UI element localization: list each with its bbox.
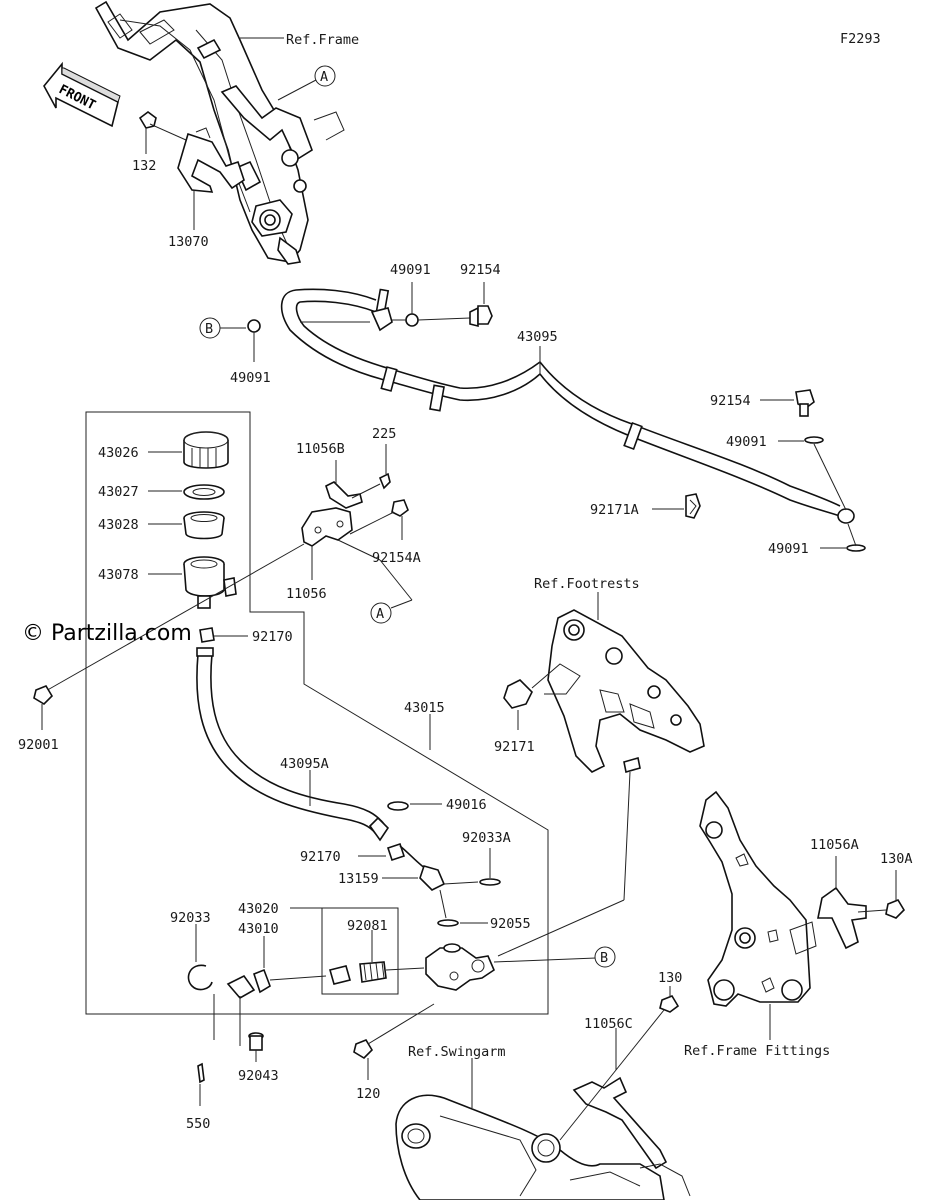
bracket-11056c-part	[572, 1076, 691, 1197]
diaphragm-plate-43027-part	[183, 484, 225, 500]
bolt-130-part	[559, 995, 680, 1141]
reservoir-assembly-outline	[85, 411, 549, 1015]
bolt-92001-part	[33, 685, 54, 706]
washer-49091-right-part	[804, 436, 824, 444]
bolt-92154a-part	[349, 499, 409, 535]
piston-92081-part	[329, 961, 425, 985]
bracket-11056a-part	[789, 886, 867, 955]
diagram-code: F2293	[840, 31, 881, 47]
hose-clamp-92170-top-part	[199, 627, 215, 643]
footrest-bracket-part	[547, 609, 705, 774]
part-132-label: 132	[132, 158, 156, 174]
brake-hose-43095-part	[280, 288, 855, 524]
bolt-130a-part	[857, 899, 906, 919]
part-13159-label: 13159	[338, 871, 379, 887]
part-92043-label: 92043	[238, 1068, 279, 1084]
part-43078-label: 43078	[98, 567, 139, 583]
reservoir-43078-part	[183, 556, 237, 609]
part-92033-label: 92033	[170, 910, 211, 926]
callout-a-mid	[370, 602, 392, 624]
ring-92033-part	[187, 964, 213, 991]
bracket-11056-part	[301, 507, 353, 547]
part-225-label: 225	[372, 426, 396, 442]
callout-a-top	[314, 65, 336, 87]
part-130-label: 130	[658, 970, 682, 986]
ref-frame-fittings-label: Ref.Frame Fittings	[684, 1043, 830, 1059]
part-550-label: 550	[186, 1116, 210, 1132]
cotter-pin-550-part	[197, 1062, 205, 1084]
part-49091-right-label: 49091	[726, 434, 767, 450]
part-43015-label: 43015	[404, 700, 445, 716]
screw-225-part	[351, 472, 391, 499]
part-92154-top-label: 92154	[460, 262, 501, 278]
part-92170-mid-label: 92170	[300, 849, 341, 865]
part-11056a-label: 11056A	[810, 837, 859, 853]
pin-92043-part	[248, 1032, 264, 1051]
callout-a-top-label: A	[320, 69, 328, 85]
washer-49091-left-part	[247, 319, 261, 333]
part-43095a-label: 43095A	[280, 756, 329, 772]
part-43095-label: 43095	[517, 329, 558, 345]
bolt-92154-right-part	[795, 389, 815, 417]
partzilla-watermark: © Partzilla.com	[22, 621, 192, 646]
swingarm-part	[395, 1094, 665, 1200]
hose-clamp-92170-mid-part	[386, 842, 406, 862]
part-11056-label: 11056	[286, 586, 327, 602]
washer-49091-top-part	[405, 313, 419, 327]
front-arrow-icon: FRONT	[43, 61, 121, 128]
callout-b-right-label: B	[600, 950, 608, 966]
bolt-92154-top-part	[469, 305, 493, 328]
part-11056b-label: 11056B	[296, 441, 345, 457]
part-43028-label: 43028	[98, 517, 139, 533]
part-92170-top-label: 92170	[252, 629, 293, 645]
part-49091-top-label: 49091	[390, 262, 431, 278]
part-43010-label: 43010	[238, 921, 279, 937]
part-92033a-label: 92033A	[462, 830, 511, 846]
callout-b-left-label: B	[205, 321, 213, 337]
kit-43020-box	[321, 907, 399, 995]
pushrod-43010-part	[226, 968, 327, 1000]
fitting-13159-part	[399, 845, 446, 891]
part-43026-label: 43026	[98, 445, 139, 461]
part-13070-label: 13070	[168, 234, 209, 250]
part-130a-label: 130A	[880, 851, 913, 867]
diaphragm-43028-part	[183, 511, 225, 540]
hose-43095a-part	[196, 647, 390, 842]
part-92081-label: 92081	[347, 918, 388, 934]
ref-footrests-label: Ref.Footrests	[534, 576, 640, 592]
clamp-92171-part	[503, 663, 581, 709]
part-92055-label: 92055	[490, 916, 531, 932]
callout-a-mid-label: A	[376, 606, 384, 622]
bracket-11056b-part	[325, 481, 363, 509]
o-ring-92055-part	[437, 919, 459, 927]
part-43027-label: 43027	[98, 484, 139, 500]
part-49016-label: 49016	[446, 797, 487, 813]
master-cylinder-part	[425, 943, 495, 991]
ref-frame-label: Ref.Frame	[286, 32, 359, 48]
part-92171-label: 92171	[494, 739, 535, 755]
reservoir-cap-43026-part	[183, 431, 229, 469]
ring-92033a-part	[479, 878, 501, 886]
part-92001-label: 92001	[18, 737, 59, 753]
part-43020-label: 43020	[238, 901, 279, 917]
ref-swingarm-label: Ref.Swingarm	[408, 1044, 506, 1060]
part-11056c-label: 11056C	[584, 1016, 633, 1032]
callout-b-right	[594, 946, 616, 968]
clamp-92171a-part	[685, 493, 701, 519]
bracket-13070-part	[177, 127, 245, 193]
bolt-132-part	[138, 111, 187, 141]
frame-fittings-part	[699, 790, 811, 1007]
part-92154-right-label: 92154	[710, 393, 751, 409]
part-92171a-label: 92171A	[590, 502, 639, 518]
frame-part	[94, 0, 345, 265]
part-120-label: 120	[356, 1086, 380, 1102]
part-92154a-label: 92154A	[372, 550, 421, 566]
washer-49016-part	[387, 801, 409, 811]
part-49091-bottom-label: 49091	[768, 541, 809, 557]
bolt-120-part	[353, 1003, 435, 1060]
part-49091-left-label: 49091	[230, 370, 271, 386]
